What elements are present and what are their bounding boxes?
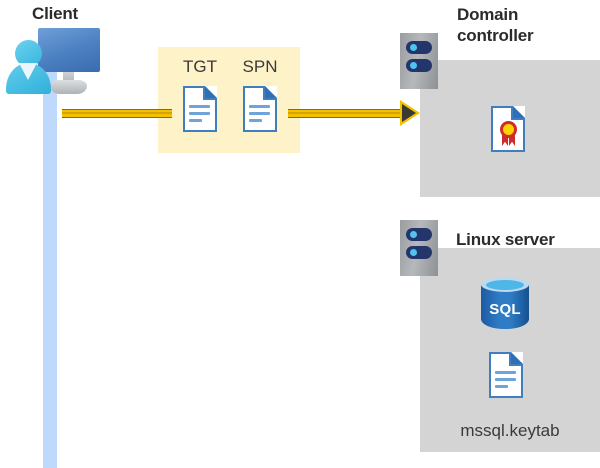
domain-controller-title-line1: Domain	[457, 5, 519, 24]
client-to-domain-controller-arrow	[400, 100, 424, 127]
keytab-document-icon	[489, 352, 523, 398]
tgt-label: TGT	[183, 57, 217, 76]
sql-database-icon: SQL	[481, 277, 529, 329]
person-collar-icon	[19, 63, 37, 80]
connector-line-left	[62, 109, 172, 118]
domain-controller-server-rack-icon	[400, 33, 438, 89]
monitor-neck-icon	[63, 72, 74, 82]
arrow-head-inner-icon	[402, 104, 416, 122]
certificate-icon	[491, 106, 525, 152]
sql-database-label: SQL	[489, 301, 521, 318]
client-title: Client	[32, 4, 79, 23]
linux-server-server-rack-icon	[400, 220, 438, 276]
connector-line-right	[288, 109, 404, 118]
domain-controller-title-line2: controller	[457, 26, 534, 45]
client-lifeline	[43, 68, 57, 468]
monitor-base-icon	[50, 80, 87, 94]
person-head-icon	[15, 40, 42, 67]
spn-document-icon	[243, 86, 277, 132]
client-user-computer-icon	[6, 26, 100, 94]
linux-server-title: Linux server	[456, 230, 555, 249]
spn-label: SPN	[242, 57, 278, 76]
tgt-document-icon	[183, 86, 217, 132]
monitor-screen-icon	[38, 28, 100, 72]
keytab-filename-caption: mssql.keytab	[460, 421, 560, 440]
